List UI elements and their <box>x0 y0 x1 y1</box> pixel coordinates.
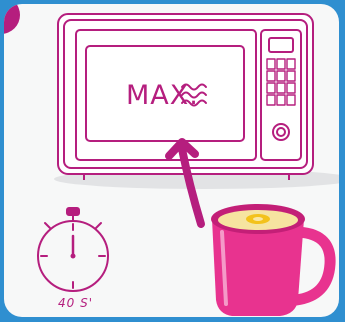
illustration-card: MAX. 40 S' <box>4 4 339 317</box>
stopwatch-icon <box>38 208 108 291</box>
power-label: MAX. <box>126 80 199 111</box>
timer-label: 40 S' <box>58 296 93 310</box>
scene <box>4 4 339 317</box>
mug-icon <box>211 204 330 316</box>
